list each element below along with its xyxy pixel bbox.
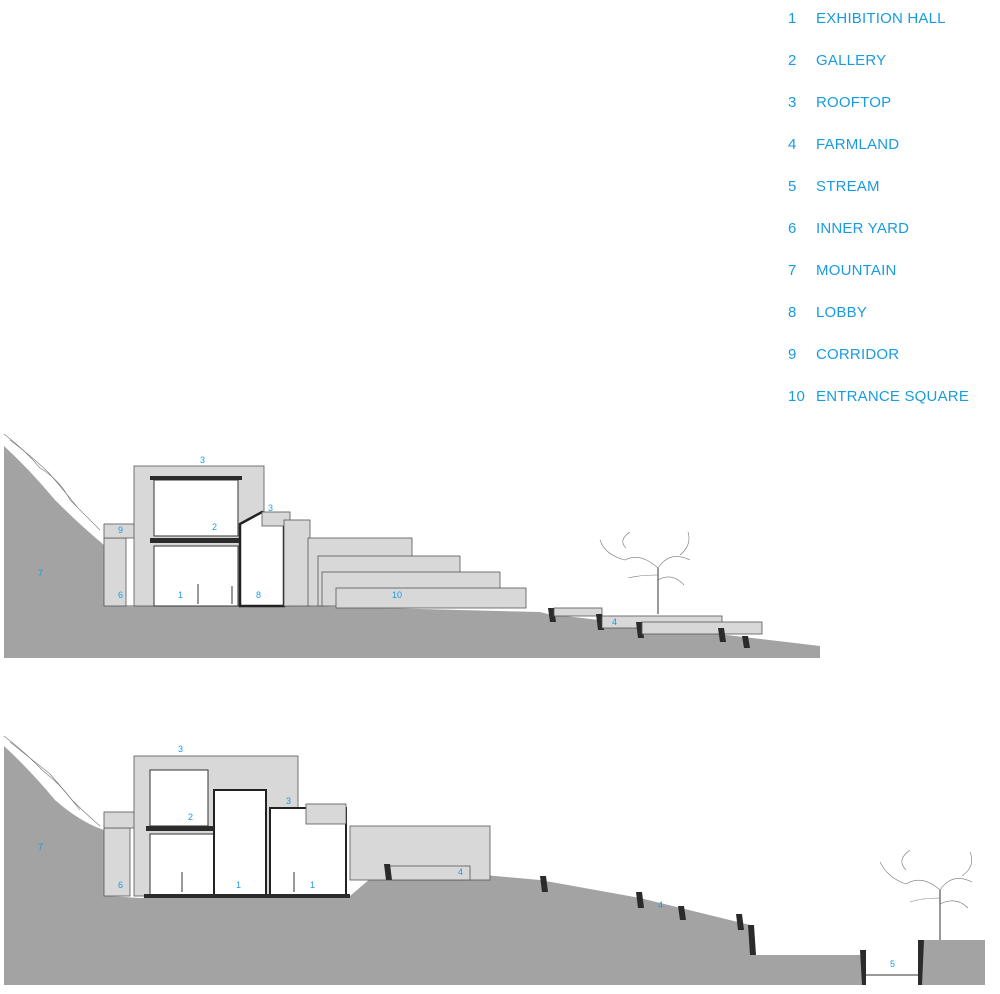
terrace-wall <box>384 864 392 880</box>
tree-sketch <box>879 849 973 940</box>
terrace-wall <box>742 636 750 648</box>
mountain-sketch <box>3 735 101 827</box>
label-rooftop: 3 <box>286 796 291 806</box>
ground-slab <box>144 894 350 898</box>
step <box>335 587 527 609</box>
rooftop-box <box>305 803 347 825</box>
terrace-wall <box>540 876 548 892</box>
legend-number: 10 <box>788 388 806 405</box>
tree-sketch <box>599 531 691 614</box>
label-inner-yard: 6 <box>118 590 123 600</box>
label-farmland: 4 <box>458 867 463 877</box>
exhibition-room <box>153 545 239 607</box>
ground-mass <box>920 940 985 985</box>
floor-slab <box>146 826 214 831</box>
label-exhibition-hall: 1 <box>236 880 241 890</box>
terrace-wall <box>718 628 726 642</box>
mountain-sketch <box>9 439 79 509</box>
legend-number: 2 <box>788 52 797 69</box>
label-exhibition-hall: 1 <box>310 880 315 890</box>
rooftop-box <box>261 511 291 527</box>
bank-wall <box>918 940 924 985</box>
legend-number: 6 <box>788 220 797 237</box>
legend-label: INNER YARD <box>816 220 910 237</box>
label-gallery: 2 <box>188 812 193 822</box>
section-bottom: 3 3 2 1 1 7 6 4 4 5 <box>3 735 985 985</box>
label-rooftop: 3 <box>178 744 183 754</box>
label-lobby: 8 <box>256 590 261 600</box>
legend-item: 1 EXHIBITION HALL <box>788 6 946 32</box>
legend-label: LOBBY <box>816 304 868 321</box>
legend-label: STREAM <box>816 178 880 195</box>
legend-label: ROOFTOP <box>816 94 892 111</box>
label-mountain: 7 <box>38 842 43 852</box>
label-corridor: 9 <box>118 525 123 535</box>
yard-wall <box>103 827 131 897</box>
terrace-wall <box>636 892 644 908</box>
label-gallery: 2 <box>212 522 217 532</box>
legend-item: 4 FARMLAND <box>788 132 899 158</box>
legend-label: EXHIBITION HALL <box>816 10 946 27</box>
ground-mass <box>4 746 864 985</box>
legend-item: 5 STREAM <box>788 174 880 200</box>
legend-number: 4 <box>788 136 797 153</box>
label-rooftop: 3 <box>268 503 273 513</box>
legend-label: FARMLAND <box>816 136 900 153</box>
roof-slab <box>150 476 242 480</box>
legend-label: MOUNTAIN <box>816 262 897 279</box>
terrace-wall <box>736 914 744 930</box>
label-rooftop: 3 <box>200 455 205 465</box>
legend-item: 2 GALLERY <box>788 48 886 74</box>
legend-item: 9 CORRIDOR <box>788 342 899 368</box>
terrace-wall <box>678 906 686 920</box>
legend-number: 5 <box>788 178 797 195</box>
ground-mass <box>4 446 820 658</box>
label-mountain: 7 <box>38 568 43 578</box>
legend-item: 7 MOUNTAIN <box>788 258 896 284</box>
legend-number: 8 <box>788 304 797 321</box>
exhibition-hall-room <box>213 789 267 897</box>
label-inner-yard: 6 <box>118 880 123 890</box>
gallery-room <box>149 769 209 827</box>
legend-item: 3 ROOFTOP <box>788 90 891 116</box>
mountain-sketch <box>9 741 81 811</box>
terrace <box>641 621 763 635</box>
legend-number: 7 <box>788 262 797 279</box>
floor-slab <box>150 538 242 543</box>
terrace <box>553 607 603 617</box>
gallery-room <box>153 479 239 537</box>
legend-number: 3 <box>788 94 797 111</box>
terrace-wall <box>748 925 756 955</box>
label-stream: 5 <box>890 959 895 969</box>
section-top: 3 3 2 1 8 9 7 6 10 4 <box>3 433 820 658</box>
legend-label: CORRIDOR <box>816 346 900 363</box>
legend-item: 10 ENTRANCE SQUARE <box>788 384 969 410</box>
legend-item: 8 LOBBY <box>788 300 867 326</box>
legend-number: 9 <box>788 346 797 363</box>
legend-label: GALLERY <box>816 52 887 69</box>
label-farmland: 4 <box>658 900 663 910</box>
label-exhibition-hall: 1 <box>178 590 183 600</box>
label-entrance-square: 10 <box>392 590 402 600</box>
bank-wall <box>860 950 866 985</box>
label-farmland: 4 <box>612 617 617 627</box>
lobby-screen <box>283 519 311 607</box>
legend-item: 6 INNER YARD <box>788 216 909 242</box>
legend-number: 1 <box>788 10 797 27</box>
legend-label: ENTRANCE SQUARE <box>816 388 970 405</box>
